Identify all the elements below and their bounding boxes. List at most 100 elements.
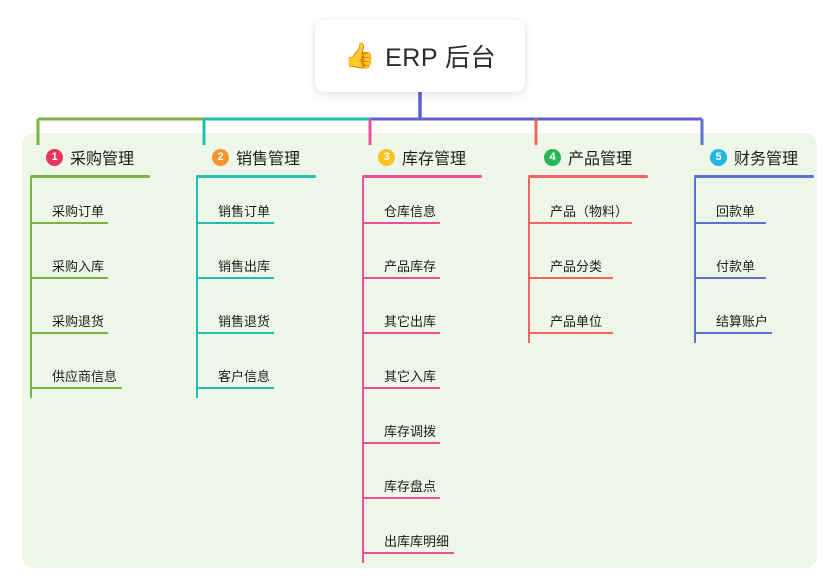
branch-item-label: 产品库存	[384, 259, 437, 274]
item-spine	[528, 233, 530, 288]
branch-item[interactable]: 供应商信息	[30, 343, 180, 398]
branch-rule-5	[694, 175, 814, 178]
branch-item[interactable]: 仓库信息	[362, 178, 512, 233]
item-underline	[528, 332, 613, 334]
item-underline	[362, 222, 440, 224]
branch-title-1: 采购管理	[70, 151, 135, 168]
item-underline	[362, 277, 440, 279]
branch-item-label: 其它入库	[384, 369, 437, 384]
root-node-content: 👍 ERP 后台	[344, 38, 496, 74]
branch-badge-4: 4	[544, 148, 561, 166]
branch-item[interactable]: 销售退货	[196, 288, 346, 343]
branch-item-label: 结算账户	[716, 314, 769, 329]
branch-item[interactable]: 回款单	[694, 178, 839, 233]
item-spine	[30, 233, 32, 288]
item-underline	[196, 277, 274, 279]
item-underline	[528, 222, 632, 224]
branch-item[interactable]: 采购订单	[30, 178, 180, 233]
branch-item[interactable]: 出库库明细	[362, 508, 512, 563]
item-underline	[196, 222, 274, 224]
root-node-title: ERP 后台	[385, 44, 497, 72]
branch-item-label: 采购入库	[52, 259, 105, 274]
item-spine	[30, 343, 32, 398]
branch-item-label: 供应商信息	[52, 369, 118, 384]
branch-badge-1: 1	[46, 148, 63, 166]
branch-item[interactable]: 产品分类	[528, 233, 678, 288]
branch-item[interactable]: 采购入库	[30, 233, 180, 288]
root-node[interactable]: 👍 ERP 后台	[315, 20, 525, 92]
branch-item-list-3: 仓库信息产品库存其它出库其它入库库存调拨库存盘点出库库明细	[362, 178, 512, 563]
item-underline	[30, 332, 108, 334]
branch-item-list-1: 采购订单采购入库采购退货供应商信息	[30, 178, 180, 398]
branch-item-list-2: 销售订单销售出库销售退货客户信息	[196, 178, 346, 398]
item-underline	[694, 332, 772, 334]
branch-item-list-4: 产品（物料） 产品分类产品单位	[528, 178, 678, 343]
item-underline	[196, 387, 274, 389]
branch-rule-4	[528, 175, 648, 178]
branch-item-label: 回款单	[716, 204, 756, 219]
branch-item-label: 销售退货	[218, 314, 271, 329]
branch-rule-3	[362, 175, 482, 178]
item-spine	[362, 453, 364, 508]
branch-item[interactable]: 结算账户	[694, 288, 839, 343]
item-underline	[362, 497, 440, 499]
branch-badge-5: 5	[710, 148, 727, 166]
branch-item[interactable]: 产品（物料）	[528, 178, 678, 233]
item-spine	[528, 288, 530, 343]
branch-item-label: 客户信息	[218, 369, 271, 384]
branch-item[interactable]: 销售订单	[196, 178, 346, 233]
item-spine	[694, 178, 696, 233]
branch-item[interactable]: 客户信息	[196, 343, 346, 398]
branch-item-label: 库存盘点	[384, 479, 437, 494]
item-spine	[362, 343, 364, 398]
branch-item[interactable]: 其它出库	[362, 288, 512, 343]
branch-item-label: 销售订单	[218, 204, 271, 219]
item-underline	[30, 387, 122, 389]
branch-item-label: 采购退货	[52, 314, 105, 329]
branch-header-1[interactable]: 1 采购管理	[30, 145, 180, 169]
thumbs-up-icon: 👍	[343, 41, 376, 70]
branch-badge-2: 2	[212, 148, 229, 166]
item-spine	[362, 288, 364, 343]
item-underline	[30, 222, 108, 224]
branch-item-label: 采购订单	[52, 204, 105, 219]
branch-item[interactable]: 库存盘点	[362, 453, 512, 508]
branch-rule-2	[196, 175, 316, 178]
item-spine	[694, 288, 696, 343]
item-underline	[30, 277, 108, 279]
branch-item[interactable]: 其它入库	[362, 343, 512, 398]
branch-item-label: 付款单	[716, 259, 756, 274]
branch-item[interactable]: 销售出库	[196, 233, 346, 288]
branch-item-label: 销售出库	[218, 259, 271, 274]
item-spine	[528, 178, 530, 233]
branch-item-label: 出库库明细	[384, 534, 450, 549]
item-spine	[362, 398, 364, 453]
item-spine	[196, 233, 198, 288]
branch-item[interactable]: 采购退货	[30, 288, 180, 343]
branch-item-label: 产品单位	[550, 314, 603, 329]
branch-item-label: 产品（物料）	[550, 204, 629, 219]
item-spine	[30, 178, 32, 233]
item-spine	[196, 178, 198, 233]
branches-panel	[22, 133, 817, 568]
item-underline	[694, 222, 766, 224]
item-spine	[196, 343, 198, 398]
branch-item[interactable]: 付款单	[694, 233, 839, 288]
item-underline	[694, 277, 766, 279]
item-spine	[362, 508, 364, 563]
branch-rule-1	[30, 175, 150, 178]
branch-item[interactable]: 产品单位	[528, 288, 678, 343]
branch-item[interactable]: 产品库存	[362, 233, 512, 288]
branch-badge-3: 3	[378, 148, 395, 166]
item-underline	[362, 332, 440, 334]
item-underline	[362, 387, 440, 389]
branch-item[interactable]: 库存调拨	[362, 398, 512, 453]
item-spine	[30, 288, 32, 343]
